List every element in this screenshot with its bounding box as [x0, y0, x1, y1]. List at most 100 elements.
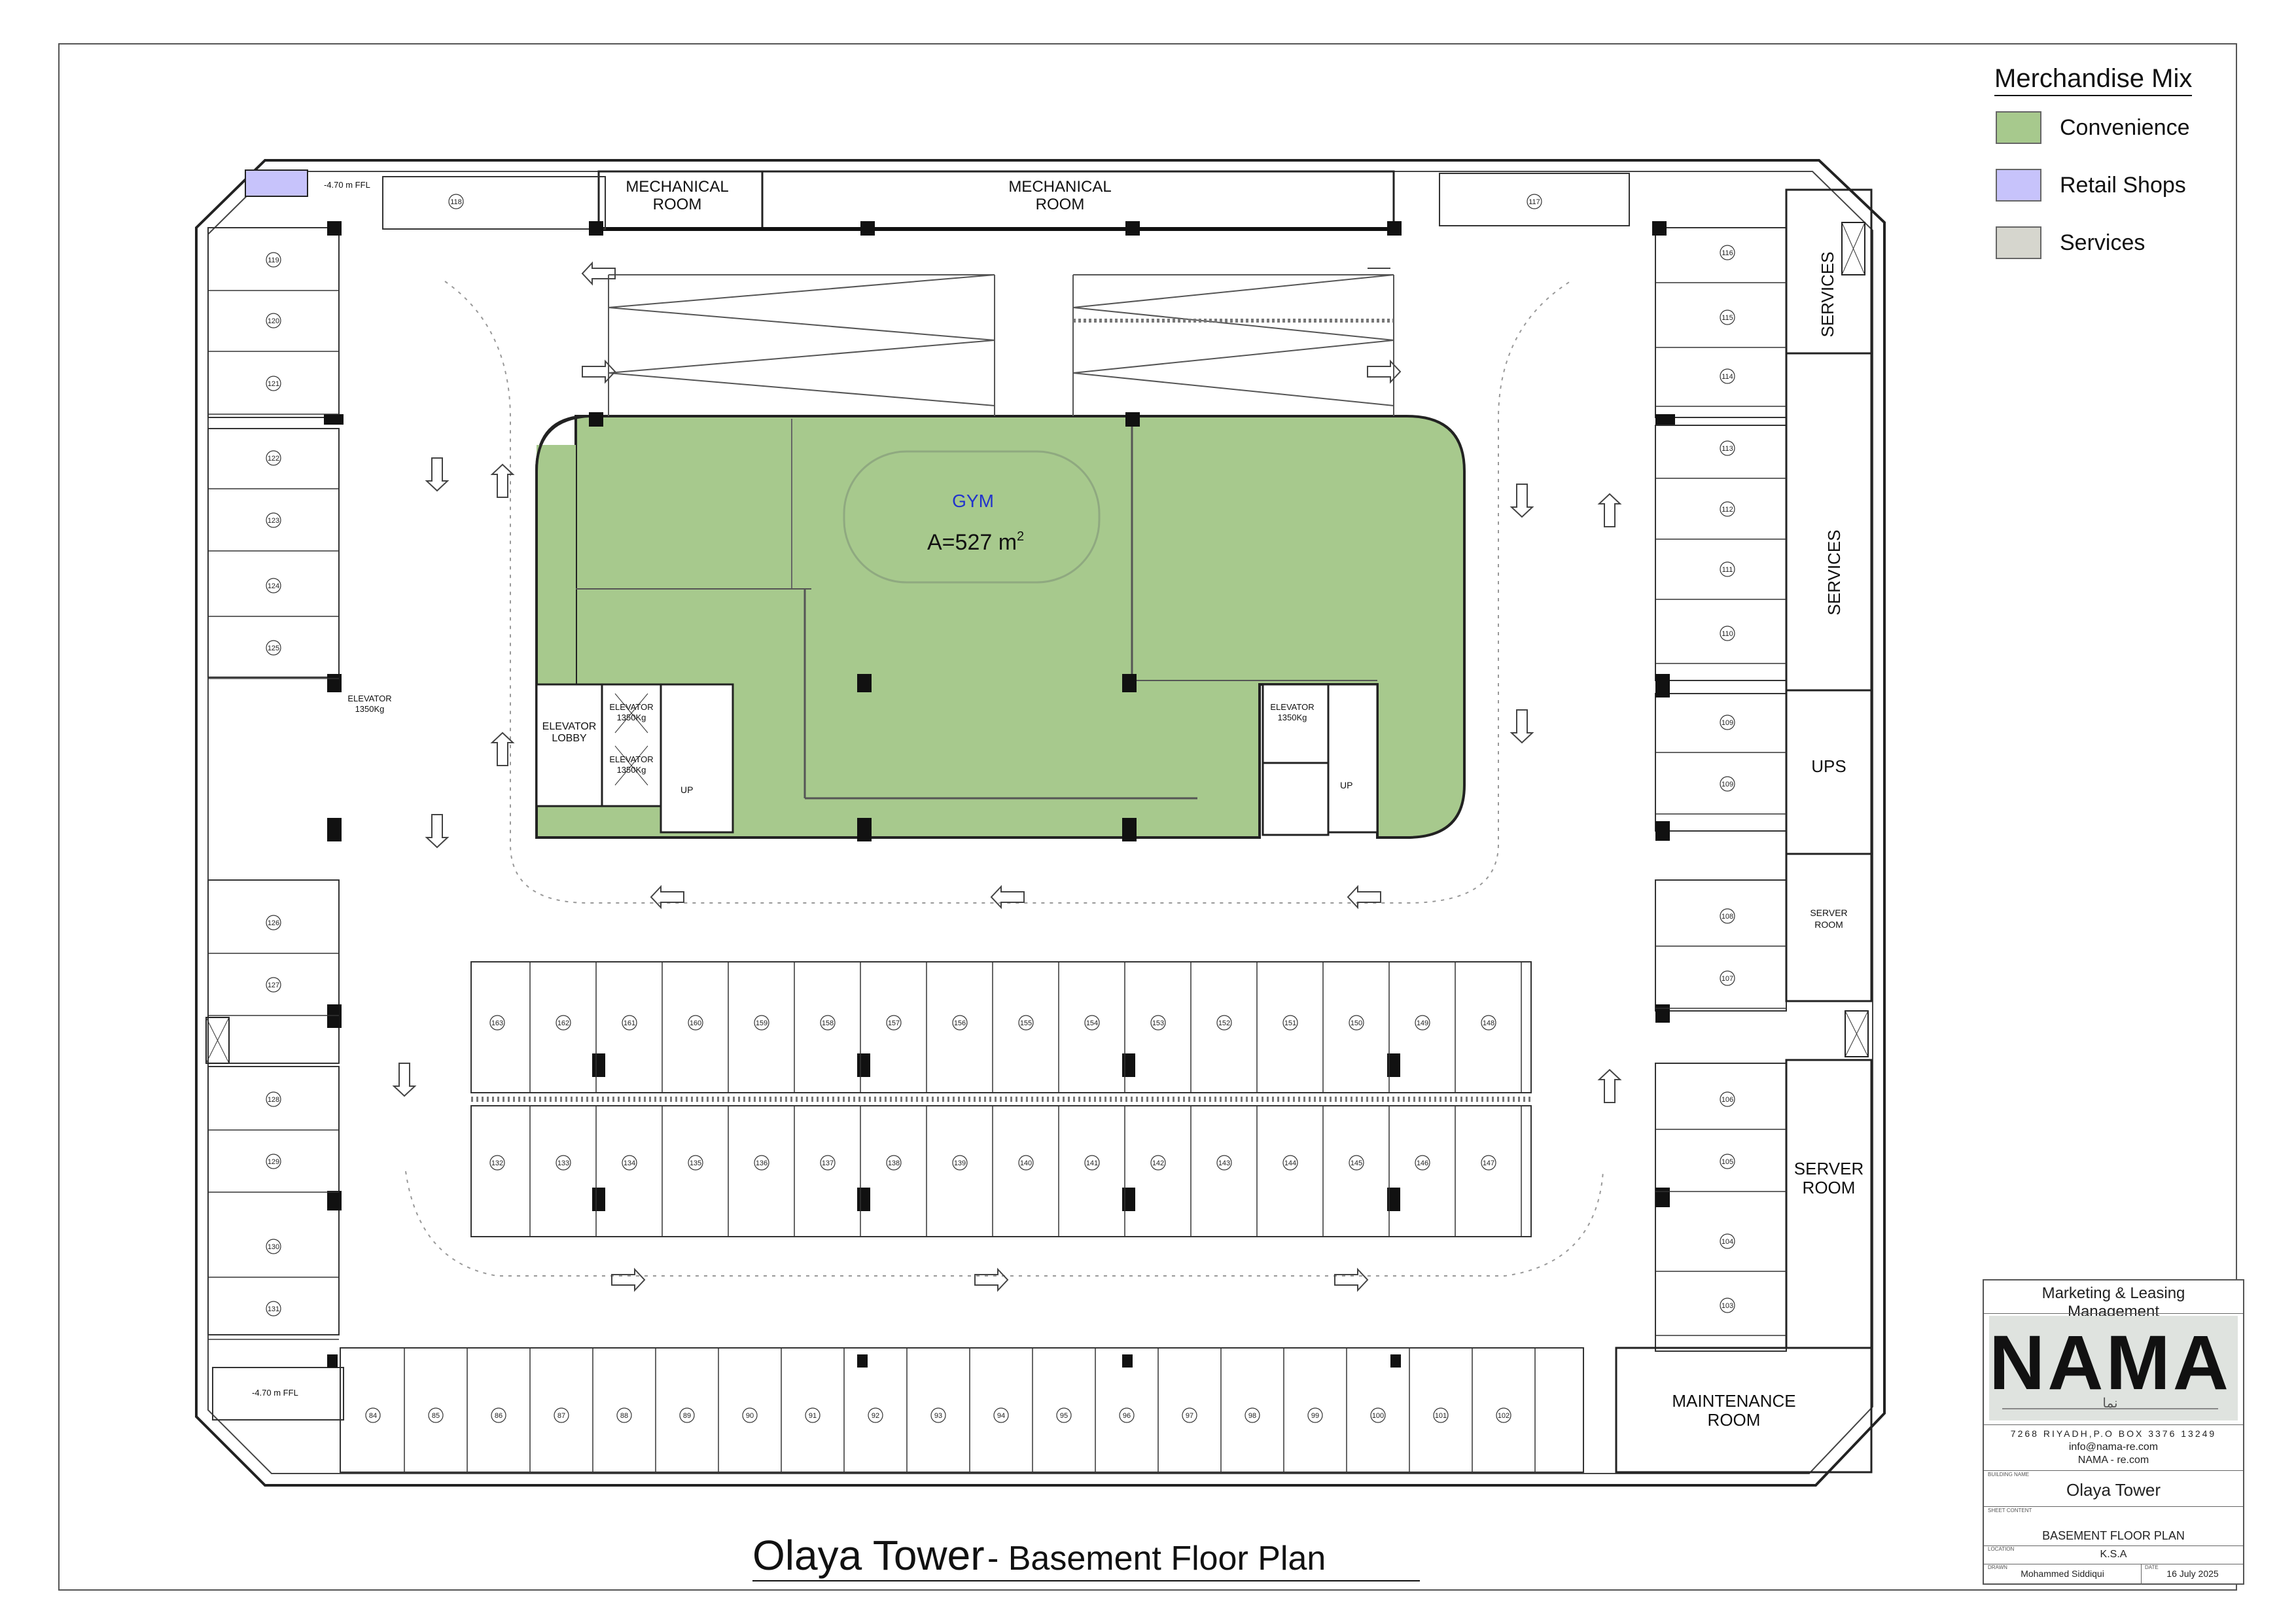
parking-stall-98-marker: [1245, 1407, 1260, 1423]
parking-stall-131-marker: [266, 1301, 281, 1316]
elevator-1-label-line1: ELEVATOR: [609, 702, 653, 712]
parking-stall-90: 90: [746, 1412, 754, 1420]
parking-stall-91: 91: [809, 1412, 817, 1420]
gym-area-value: A=527 m: [927, 530, 1017, 555]
parking-stall-128-marker: [266, 1091, 281, 1107]
drawing-title-subtitle: - Basement Floor Plan: [987, 1540, 1326, 1578]
parking-stall-right-9-marker: [1720, 908, 1735, 924]
parking-stall-right-11: 106: [1722, 1096, 1733, 1104]
parking-stall-135: 135: [690, 1159, 701, 1167]
parking-stall-85: 85: [432, 1412, 440, 1420]
parking-stall-right-13-marker: [1720, 1233, 1735, 1249]
parking-stall-95-marker: [1056, 1407, 1072, 1423]
parking-stall-134-marker: [622, 1155, 637, 1171]
parking-stall-right-11-marker: [1720, 1091, 1735, 1107]
parking-stall-137-marker: [820, 1155, 836, 1171]
parking-stall-141-marker: [1084, 1155, 1100, 1171]
elevator-lobby-label-line1: ELEVATOR: [542, 721, 597, 732]
parking-stall-right-1: 115: [1722, 314, 1733, 322]
parking-stall-162: 162: [557, 1019, 569, 1027]
parking-stall-right-7: 109: [1722, 719, 1733, 727]
parking-stall-right-8: 109: [1722, 781, 1733, 788]
parking-stall-137: 137: [822, 1159, 834, 1167]
gym-area-label: A=527 m2: [927, 529, 1024, 555]
drawing-title: Olaya Tower - Basement Floor Plan: [752, 1531, 1326, 1580]
server-room-big-label-line2: ROOM: [1803, 1178, 1856, 1197]
server-room-big-label-line1: SERVER: [1794, 1159, 1863, 1178]
parking-stall-145: 145: [1351, 1159, 1362, 1167]
parking-stall-160: 160: [690, 1019, 701, 1027]
services-room-1-label: SERVICES: [1818, 251, 1837, 337]
parking-stall-88: 88: [620, 1412, 628, 1420]
parking-stall-right-14: 103: [1722, 1302, 1733, 1310]
logo-wordmark: NAMA: [1989, 1320, 2231, 1406]
project-name: Olaya Tower: [2066, 1480, 2161, 1500]
mechanical-room-2-label-line1: MECHANICAL: [1008, 178, 1111, 196]
parking-stall-89: 89: [683, 1412, 691, 1420]
legend-item-services: Services: [1996, 226, 2145, 259]
parking-stall-156-marker: [952, 1015, 968, 1031]
parking-stall-131: 131: [268, 1305, 279, 1313]
parking-stall-right-6: 110: [1722, 630, 1733, 638]
parking-stall-right-3: 113: [1722, 445, 1733, 453]
parking-stall-158: 158: [822, 1019, 834, 1027]
parking-stall-120: 120: [268, 317, 279, 325]
parking-stall-153: 153: [1152, 1019, 1164, 1027]
parking-stall-155-marker: [1018, 1015, 1034, 1031]
parking-stall-159-marker: [754, 1015, 769, 1031]
parking-stall-154-marker: [1084, 1015, 1100, 1031]
parking-stall-129-marker: [266, 1154, 281, 1169]
drawing-title-building: Olaya Tower: [752, 1532, 985, 1579]
parking-stall-157: 157: [888, 1019, 900, 1027]
title-underline: [752, 1580, 1420, 1581]
parking-stall-84-marker: [365, 1407, 381, 1423]
parking-stall-148: 148: [1483, 1019, 1494, 1027]
parking-stall-87-marker: [554, 1407, 569, 1423]
parking-stall-154: 154: [1086, 1019, 1098, 1027]
elevator-lobby-label-line2: LOBBY: [552, 733, 587, 744]
parking-stall-123: 123: [268, 517, 279, 525]
parking-stall-123-marker: [266, 512, 281, 528]
parking-stall-136-marker: [754, 1155, 769, 1171]
mechanical-room-1-label-line2: ROOM: [653, 196, 702, 213]
parking-stall-118-marker: [448, 194, 464, 209]
legend-swatch-retail-shops: [1996, 169, 2041, 202]
parking-stall-121: 121: [268, 380, 279, 388]
parking-stall-133-marker: [556, 1155, 571, 1171]
parking-stall-156: 156: [954, 1019, 966, 1027]
parking-stall-152-marker: [1216, 1015, 1232, 1031]
parking-stall-97: 97: [1186, 1412, 1193, 1420]
elevator-2-label-line2: 1350Kg: [617, 765, 646, 775]
parking-stall-right-0-marker: [1720, 245, 1735, 260]
date-value: 16 July 2025: [2166, 1568, 2219, 1579]
parking-stall-right-0: 116: [1722, 249, 1733, 257]
services-room-2-label: SERVICES: [1824, 529, 1844, 615]
parking-stall-139-marker: [952, 1155, 968, 1171]
title-block-department: Marketing & Leasing Management: [2041, 1284, 2185, 1320]
parking-stall-127: 127: [268, 981, 279, 989]
parking-stall-150: 150: [1351, 1019, 1362, 1027]
parking-stall-96: 96: [1123, 1412, 1131, 1420]
parking-stall-142-marker: [1150, 1155, 1166, 1171]
parking-stall-138: 138: [888, 1159, 900, 1167]
parking-stall-102-marker: [1496, 1407, 1511, 1423]
server-room-small-label-line1: SERVER: [1810, 908, 1847, 918]
parking-stall-125: 125: [268, 644, 279, 652]
mechanical-room-1-label-line1: MECHANICAL: [626, 178, 728, 196]
parking-stall-right-8-marker: [1720, 776, 1735, 792]
location-caption: LOCATION: [1988, 1546, 2015, 1552]
plan-labels: MECHANICAL ROOM MECHANICAL ROOM SERVICES…: [252, 178, 1863, 1430]
parking-stall-163: 163: [491, 1019, 503, 1027]
parking-stall-95: 95: [1060, 1412, 1068, 1420]
parking-stall-right-10-marker: [1720, 970, 1735, 986]
parking-stall-right-5: 111: [1722, 566, 1733, 574]
parking-stall-94-marker: [993, 1407, 1009, 1423]
parking-stall-124: 124: [268, 582, 279, 590]
parking-stall-right-4-marker: [1720, 501, 1735, 517]
parking-stall-158-marker: [820, 1015, 836, 1031]
drawn-by: Mohammed Siddiqui: [2021, 1568, 2104, 1579]
parking-stall-135-marker: [688, 1155, 703, 1171]
parking-stall-153-marker: [1150, 1015, 1166, 1031]
parking-stall-right-13: 104: [1722, 1238, 1733, 1246]
title-block-address: 7268 RIYADH,P.O BOX 3376 13249: [2010, 1428, 2217, 1439]
